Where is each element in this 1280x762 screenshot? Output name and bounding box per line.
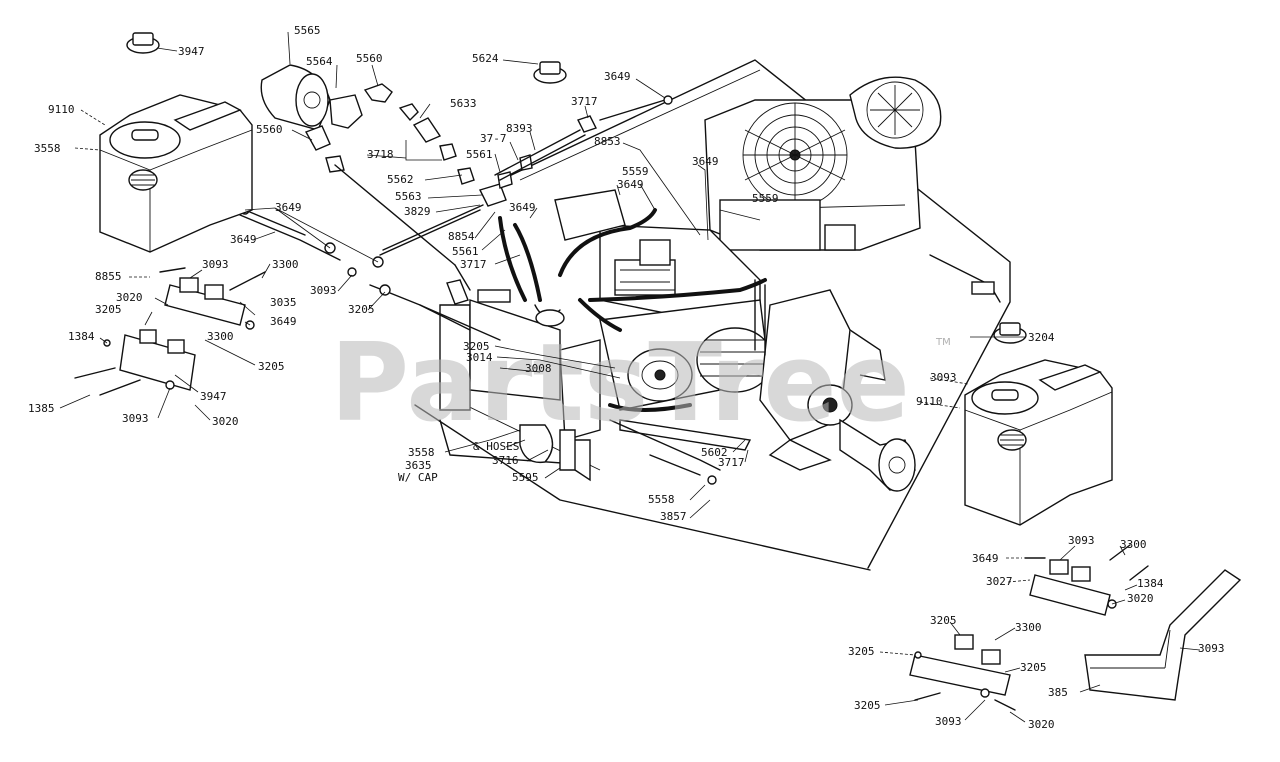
watermark: PartsTree TM xyxy=(330,321,951,446)
callout-label: 3649 xyxy=(275,201,302,214)
callout-label: 3649 xyxy=(692,155,719,168)
callout-label: 5562 xyxy=(387,173,414,186)
callout-label: 3300 xyxy=(1015,621,1042,634)
callout-labels: 3947 5565 5564 5560 5624 3649 9110 5633 … xyxy=(28,24,1225,731)
callout-label: 3027 xyxy=(986,575,1013,588)
callout-label: 3020 xyxy=(212,415,239,428)
fuel-tank-right xyxy=(964,359,1113,526)
callout-label: 3205 xyxy=(848,645,875,658)
callout-label: 5561 xyxy=(466,148,493,161)
callout-label: 1384 xyxy=(1137,577,1164,590)
callout-label: 3558 xyxy=(34,142,61,155)
callout-label: 3205 xyxy=(258,360,285,373)
callout-label: 37-7 xyxy=(480,132,507,145)
callout-label: 1384 xyxy=(68,330,95,343)
callout-label: 3649 xyxy=(230,233,257,246)
callout-label: 3093 xyxy=(122,412,149,425)
callout-label: 3649 xyxy=(509,201,536,214)
callout-label: 3205 xyxy=(348,303,375,316)
callout-label: 3829 xyxy=(404,205,431,218)
callout-label: 5560 xyxy=(256,123,283,136)
callout-label: 5595 xyxy=(512,471,539,484)
callout-label: 3014 xyxy=(466,351,493,364)
callout-label: 3020 xyxy=(1127,592,1154,605)
callout-label: 3635 xyxy=(405,459,432,472)
callout-label: 1385 xyxy=(28,402,55,415)
callout-label: 3649 xyxy=(270,315,297,328)
callout-label: 3649 xyxy=(617,178,644,191)
callout-label: 3649 xyxy=(972,552,999,565)
callout-label: 5561 xyxy=(452,245,479,258)
hydraulic-hoses xyxy=(498,208,767,412)
callout-label: 3558 xyxy=(408,446,435,459)
callout-label: W/ CAP xyxy=(398,471,438,484)
callout-label: 3205 xyxy=(930,614,957,627)
engine xyxy=(704,76,1001,303)
callout-label: 5560 xyxy=(356,52,383,65)
callout-label: 5633 xyxy=(450,97,477,110)
callout-label: 5559 xyxy=(752,192,779,205)
callout-label: 5558 xyxy=(648,493,675,506)
callout-label: 3717 xyxy=(460,258,487,271)
callout-label: 3093 xyxy=(935,715,962,728)
callout-label: 5624 xyxy=(472,52,499,65)
callout-label: 8855 xyxy=(95,270,122,283)
callout-label: 3093 xyxy=(1198,642,1225,655)
callout-label: 3300 xyxy=(272,258,299,271)
fuel-caps xyxy=(126,32,1027,344)
callout-label: 9110 xyxy=(48,103,75,116)
bracket-kit-right xyxy=(909,544,1149,711)
callout-label: 8854 xyxy=(448,230,475,243)
watermark-trademark: TM xyxy=(935,337,951,348)
callout-label: 3093 xyxy=(310,284,337,297)
callout-label: 5559 xyxy=(622,165,649,178)
callout-label: 3718 xyxy=(367,148,394,161)
callout-label: & HOSES xyxy=(473,440,519,453)
callout-label: 3020 xyxy=(1028,718,1055,731)
callout-label: 5565 xyxy=(294,24,321,37)
callout-label: 3093 xyxy=(1068,534,1095,547)
callout-label: 3649 xyxy=(604,70,631,83)
callout-label: 3020 xyxy=(116,291,143,304)
oil-filter-assembly xyxy=(260,64,597,207)
callout-label: 3205 xyxy=(463,340,490,353)
callout-label: 5564 xyxy=(306,55,333,68)
watermark-text: PartsTree xyxy=(330,321,910,446)
callout-label: 3300 xyxy=(1120,538,1147,551)
callout-label: 3093 xyxy=(930,371,957,384)
leader-lines xyxy=(59,31,1201,723)
callout-label: 3093 xyxy=(202,258,229,271)
callout-label: 8393 xyxy=(506,122,533,135)
callout-label: 3857 xyxy=(660,510,687,523)
callout-label: 3008 xyxy=(525,362,552,375)
callout-label: 3947 xyxy=(200,390,227,403)
callout-label: 3205 xyxy=(854,699,881,712)
callout-label: 5563 xyxy=(395,190,422,203)
handle-bar xyxy=(1084,569,1242,701)
callout-label: 3717 xyxy=(718,456,745,469)
fuel-tank-left xyxy=(99,94,253,253)
mount-brackets xyxy=(439,189,752,482)
callout-label: 3716 xyxy=(492,454,519,467)
callout-label: 3947 xyxy=(178,45,205,58)
bracket-kit-left xyxy=(74,267,266,396)
callout-label: 385 xyxy=(1048,686,1068,699)
callout-label: 3205 xyxy=(95,303,122,316)
callout-label: 3300 xyxy=(207,330,234,343)
callout-label: 3205 xyxy=(1020,661,1047,674)
callout-label: 3717 xyxy=(571,95,598,108)
callout-label: 3035 xyxy=(270,296,297,309)
callout-label: 5602 xyxy=(701,446,728,459)
callout-label: 9110 xyxy=(916,395,943,408)
callout-label: 3204 xyxy=(1028,331,1055,344)
callout-label: 8853 xyxy=(594,135,621,148)
